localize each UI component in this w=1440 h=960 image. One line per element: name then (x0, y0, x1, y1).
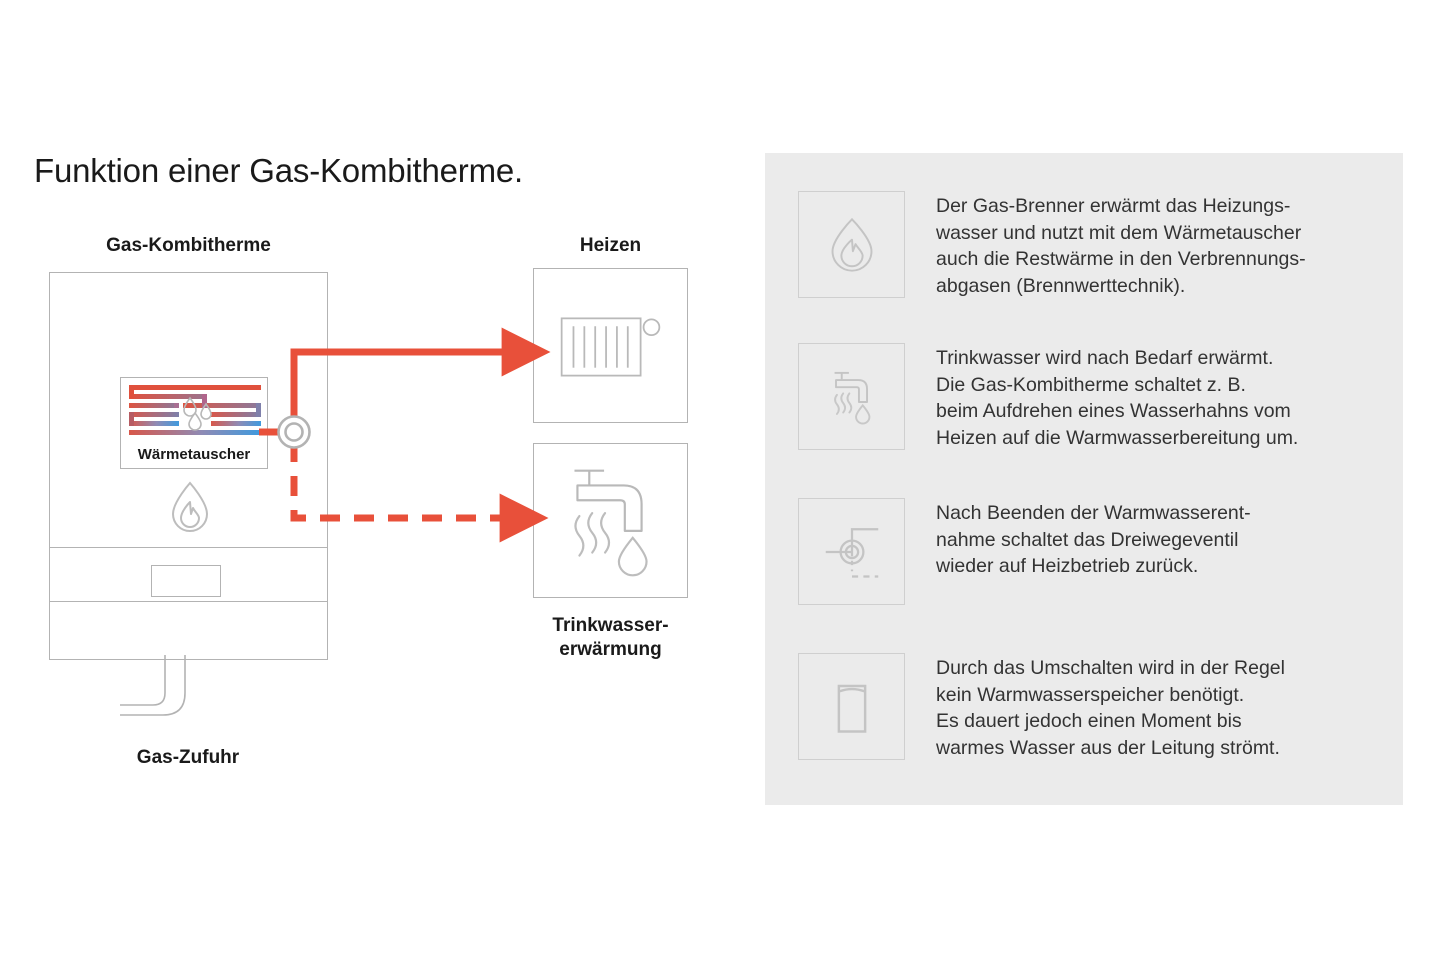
water-heating-label: Trinkwasser- erwärmung (552, 615, 669, 660)
heating-label: Heizen (579, 235, 642, 256)
info-text: Trinkwasser wird nach Bedarf erwärmt. Di… (936, 347, 1299, 450)
info-icon-tile (798, 498, 905, 605)
water-tank-icon (837, 684, 866, 733)
gas-pipe-icon (120, 655, 186, 716)
info-item: Nach Beenden der Warmwasserent- nahme sc… (798, 498, 1406, 605)
gas-supply-label: Gas-Zufuhr (136, 747, 240, 768)
water-output-box (533, 443, 688, 598)
info-icon-tile (798, 343, 905, 450)
boiler-label: Gas-Kombitherme (106, 235, 271, 256)
info-item: Trinkwasser wird nach Bedarf erwärmt. Di… (798, 343, 1406, 452)
info-icon-tile (798, 653, 905, 760)
info-icon-tile (798, 191, 905, 298)
heat-exchanger-icon (129, 385, 261, 435)
faucet-icon (833, 371, 870, 424)
faucet-icon (574, 469, 648, 577)
info-panel: Der Gas-Brenner erwärmt das Heizungs- wa… (765, 153, 1403, 805)
boiler-divider-upper (50, 547, 327, 548)
gas-boiler-unit: Wärmetauscher (49, 272, 328, 660)
info-item: Durch das Umschalten wird in der Regel k… (798, 653, 1406, 762)
page-title: Funktion einer Gas-Kombitherme. (34, 152, 524, 189)
heat-exchanger-label: Wärmetauscher (137, 446, 251, 463)
info-text: Der Gas-Brenner erwärmt das Heizungs- wa… (936, 195, 1306, 298)
heat-exchanger-card: Wärmetauscher (120, 377, 268, 469)
radiator-icon (560, 317, 661, 377)
info-text: Nach Beenden der Warmwasserent- nahme sc… (936, 502, 1251, 578)
boiler-divider-lower (50, 601, 327, 602)
three-way-valve-icon (825, 527, 878, 578)
info-text: Durch das Umschalten wird in der Regel k… (936, 657, 1285, 760)
boiler-control-panel (151, 565, 221, 597)
heating-output-box (533, 268, 688, 423)
flame-icon (171, 481, 209, 532)
info-item: Der Gas-Brenner erwärmt das Heizungs- wa… (798, 191, 1406, 300)
flame-icon (831, 217, 872, 272)
